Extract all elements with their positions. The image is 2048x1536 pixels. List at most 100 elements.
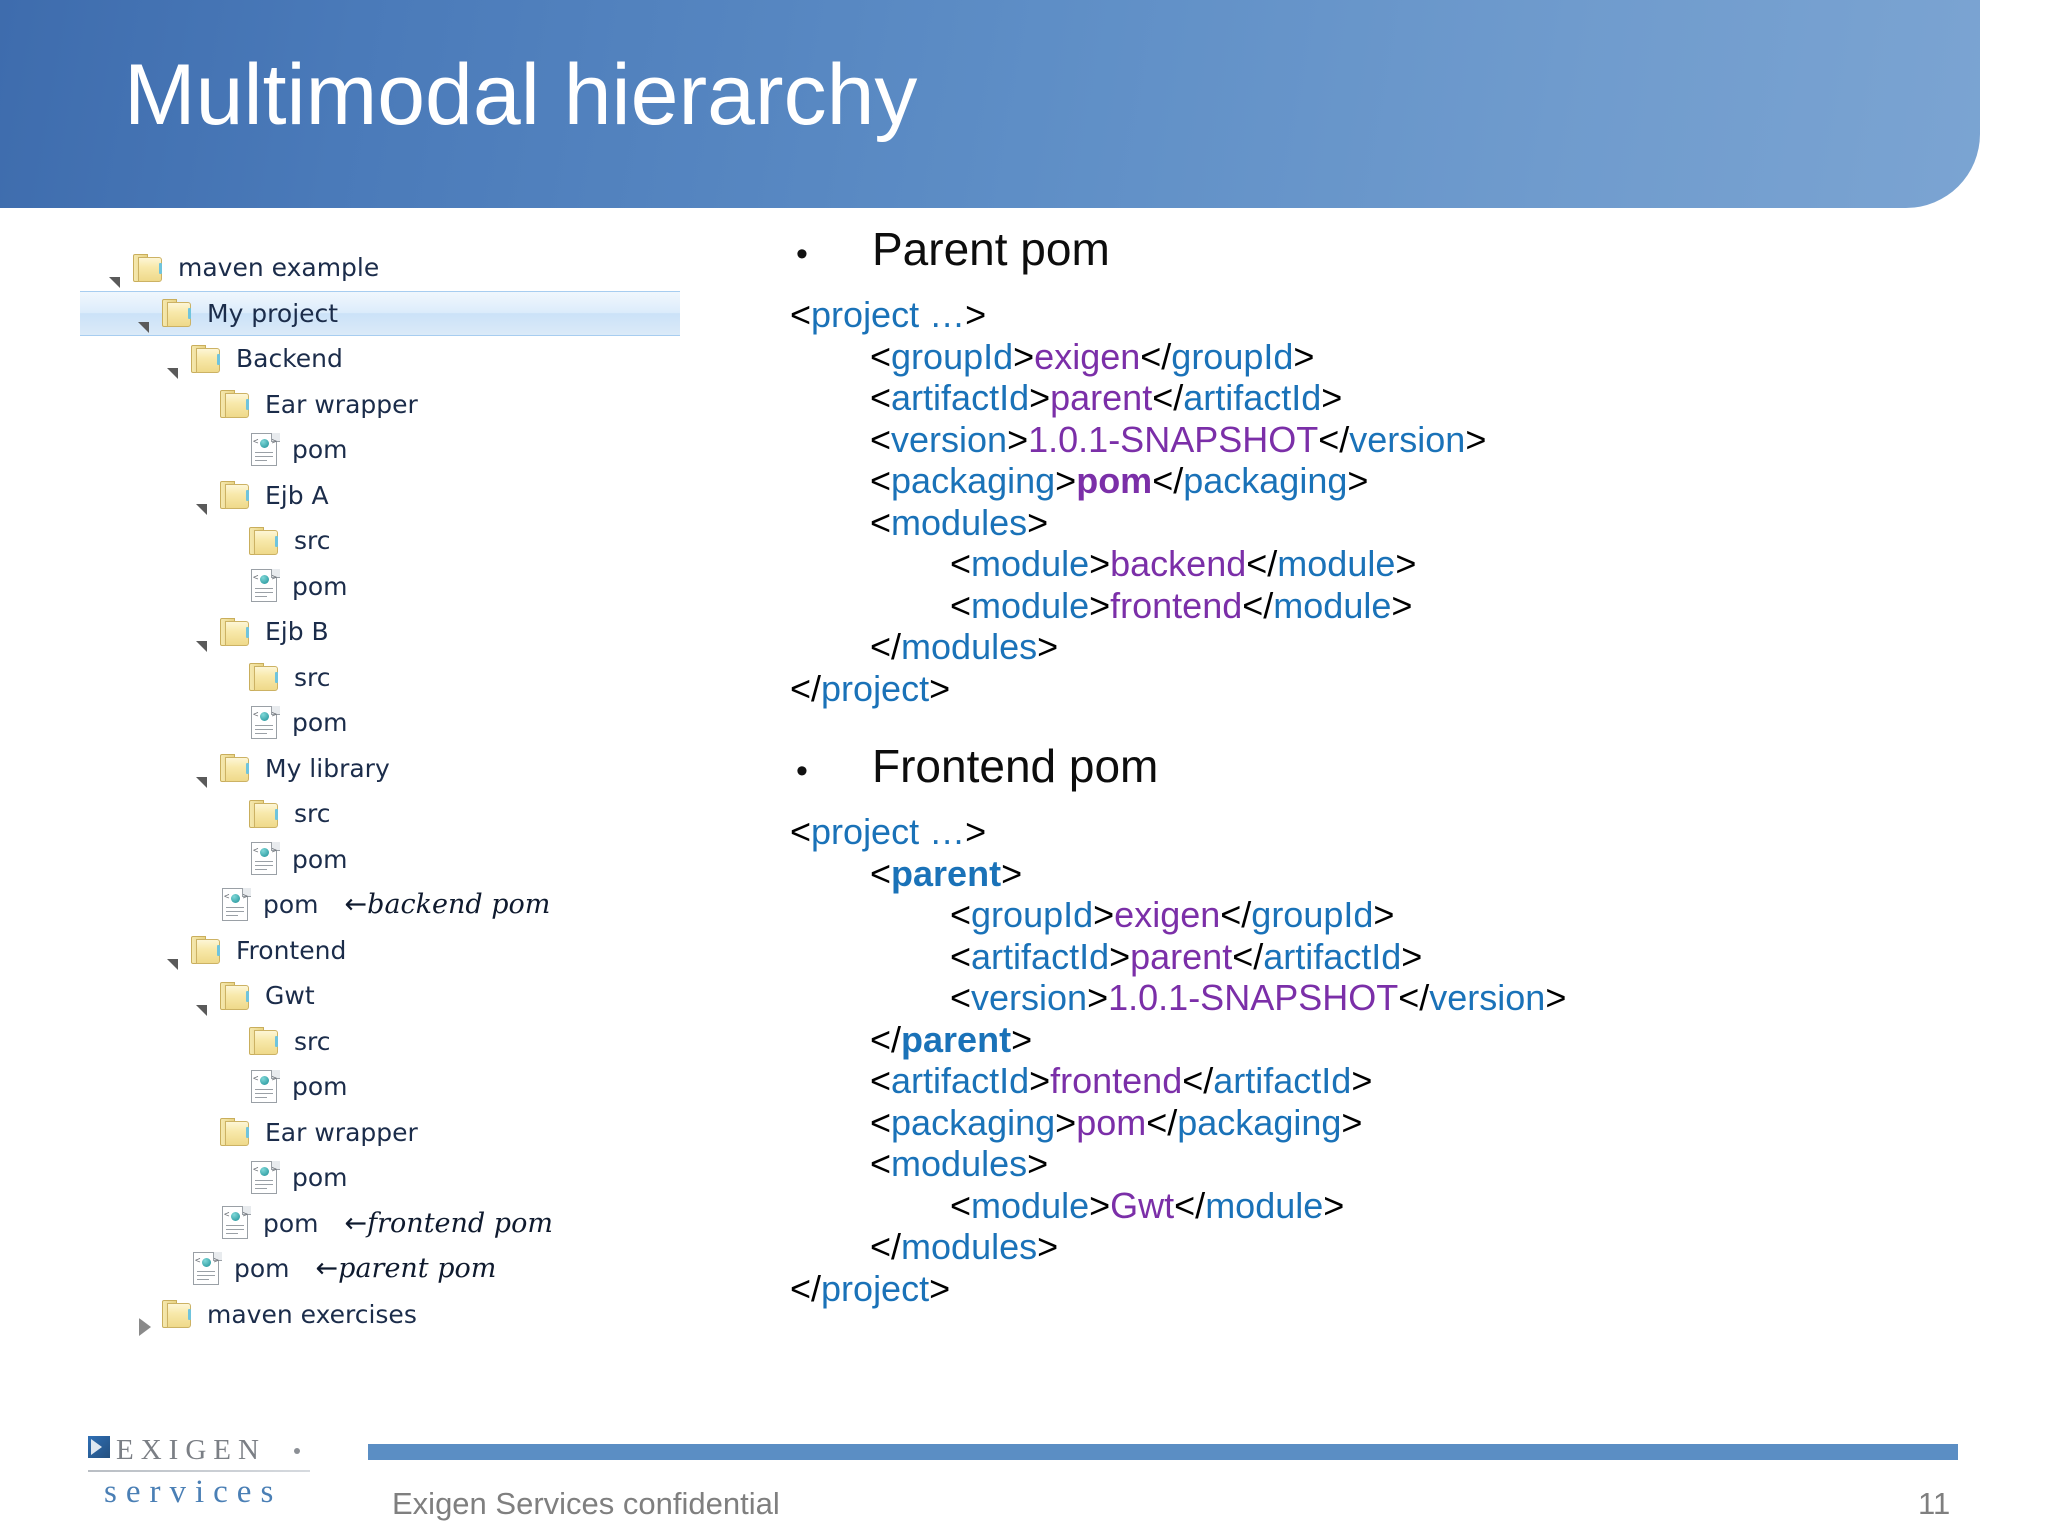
tree-row[interactable]: Ejb B	[104, 609, 704, 655]
xml-punctuation: <	[870, 852, 892, 894]
tree-row[interactable]: <>pom←backend pom	[104, 882, 704, 928]
xml-code-line: <artifactId>frontend</artifactId>	[790, 1060, 1970, 1102]
xml-punctuation: >	[1089, 543, 1111, 584]
tree-row-label: Frontend	[236, 935, 347, 965]
tree-annotation: ←backend pom	[345, 889, 551, 920]
tree-row[interactable]: maven example	[104, 245, 704, 291]
xml-tag-name: modules	[891, 1143, 1028, 1184]
tree-row[interactable]: src	[104, 518, 704, 564]
xml-file-icon: <>	[249, 569, 281, 603]
tree-row[interactable]: src	[104, 791, 704, 837]
tree-row[interactable]: src	[104, 1019, 704, 1065]
tree-row[interactable]: <>pom←frontend pom	[104, 1201, 704, 1247]
xml-tag-name: packaging	[891, 460, 1056, 501]
xml-punctuation: </	[790, 1267, 822, 1309]
folder-icon	[249, 1026, 283, 1056]
xml-tag-name: project	[821, 667, 930, 709]
xml-code-line: <groupId>exigen</groupId>	[790, 894, 1970, 936]
xml-punctuation: >	[1027, 1143, 1049, 1184]
tree-row[interactable]: <>pom	[104, 700, 704, 746]
left-arrow-icon: ←	[315, 1253, 339, 1285]
logo-secondary-text: services	[104, 1474, 283, 1510]
folder-icon	[220, 981, 254, 1011]
section-gap	[790, 709, 1970, 739]
xml-punctuation: >	[1027, 501, 1049, 543]
xml-punctuation: >	[1001, 852, 1023, 894]
xml-punctuation: <	[950, 1184, 972, 1226]
xml-punctuation: >	[1395, 543, 1417, 584]
xml-punctuation: >	[1545, 977, 1567, 1018]
tree-row[interactable]: Ear wrapper	[104, 382, 704, 428]
xml-tag-name: parent	[901, 1018, 1012, 1060]
section-heading: Parent pom	[872, 223, 1110, 275]
tree-row[interactable]: <>pom	[104, 427, 704, 473]
folder-icon	[249, 662, 283, 692]
xml-value: 1.0.1-SNAPSHOT	[1108, 977, 1399, 1018]
xml-punctuation: </	[1220, 894, 1252, 935]
xml-code-line: <modules>	[790, 1143, 1970, 1185]
xml-tag-name: groupId	[1171, 335, 1294, 377]
tree-row[interactable]: Ear wrapper	[104, 1110, 704, 1156]
page-title: Multimodal hierarchy	[124, 47, 918, 143]
xml-punctuation: >	[1347, 460, 1369, 501]
xml-code-block: <project …><groupId>exigen</groupId><art…	[790, 294, 1970, 709]
xml-punctuation: <	[950, 935, 972, 977]
tree-row[interactable]: <>pom	[104, 564, 704, 610]
bullet-heading-row: •Frontend pom	[790, 739, 1970, 793]
folder-icon	[162, 1299, 196, 1329]
xml-punctuation: <	[870, 1060, 892, 1101]
xml-punctuation: >	[1351, 1060, 1373, 1101]
xml-code-line: <modules>	[790, 502, 1970, 544]
xml-tag-name: project …	[811, 811, 966, 852]
xml-punctuation: </	[1146, 1101, 1178, 1143]
tree-annotation: ←parent pom	[316, 1253, 497, 1284]
tree-row-label: src	[294, 526, 331, 556]
xml-tag-name: project …	[811, 294, 966, 335]
xml-tag-name: artifactId	[1213, 1060, 1352, 1101]
xml-value: backend	[1110, 543, 1247, 584]
xml-code-line: <artifactId>parent</artifactId>	[790, 377, 1970, 419]
xml-code-line: <project …>	[790, 811, 1970, 853]
xml-punctuation: >	[1401, 935, 1423, 977]
folder-icon	[191, 344, 225, 374]
tree-row[interactable]: Gwt	[104, 973, 704, 1019]
tree-row[interactable]: My library	[104, 746, 704, 792]
xml-file-icon: <>	[220, 1206, 252, 1240]
footer-accent-bar	[368, 1444, 1958, 1460]
xml-punctuation: >	[1013, 335, 1035, 377]
folder-icon	[220, 389, 254, 419]
tree-row[interactable]: Frontend	[104, 928, 704, 974]
tree-row[interactable]: <>pom←parent pom	[104, 1246, 704, 1292]
xml-punctuation: <	[950, 894, 972, 935]
tree-row[interactable]: <>pom	[104, 837, 704, 883]
xml-punctuation: >	[1011, 1018, 1033, 1060]
tree-row[interactable]: Backend	[104, 336, 704, 382]
xml-punctuation: </	[1152, 377, 1184, 418]
xml-code-line: <artifactId>parent</artifactId>	[790, 936, 1970, 978]
xml-value: pom	[1076, 1101, 1147, 1143]
xml-tag-name: module	[971, 1184, 1090, 1226]
xml-punctuation: >	[965, 294, 987, 335]
tree-row[interactable]: maven exercises	[104, 1292, 704, 1338]
xml-punctuation: </	[1318, 418, 1350, 460]
tree-row[interactable]: Ejb A	[104, 473, 704, 519]
tree-row[interactable]: <> pom	[104, 1064, 704, 1110]
slide-header-banner: Multimodal hierarchy	[0, 0, 1980, 208]
tree-annotation-label: frontend pom	[367, 1207, 553, 1239]
tree-row-label: pom	[292, 1072, 348, 1102]
logo-divider	[88, 1470, 310, 1472]
xml-punctuation: >	[1029, 377, 1051, 418]
tree-row[interactable]: My project	[80, 290, 680, 336]
xml-punctuation: >	[1029, 1060, 1051, 1101]
xml-file-icon: <>	[249, 1069, 281, 1104]
folder-icon	[249, 526, 283, 556]
xml-punctuation: >	[965, 811, 987, 852]
xml-code-line: </modules>	[790, 1226, 1970, 1268]
xml-code-line: <parent>	[790, 853, 1970, 895]
xml-file-icon: <>	[220, 887, 252, 922]
xml-punctuation: >	[1465, 418, 1487, 460]
tree-row[interactable]: <>pom	[104, 1155, 704, 1201]
xml-code-line: <module>Gwt</module>	[790, 1185, 1970, 1227]
tree-row[interactable]: src	[104, 655, 704, 701]
